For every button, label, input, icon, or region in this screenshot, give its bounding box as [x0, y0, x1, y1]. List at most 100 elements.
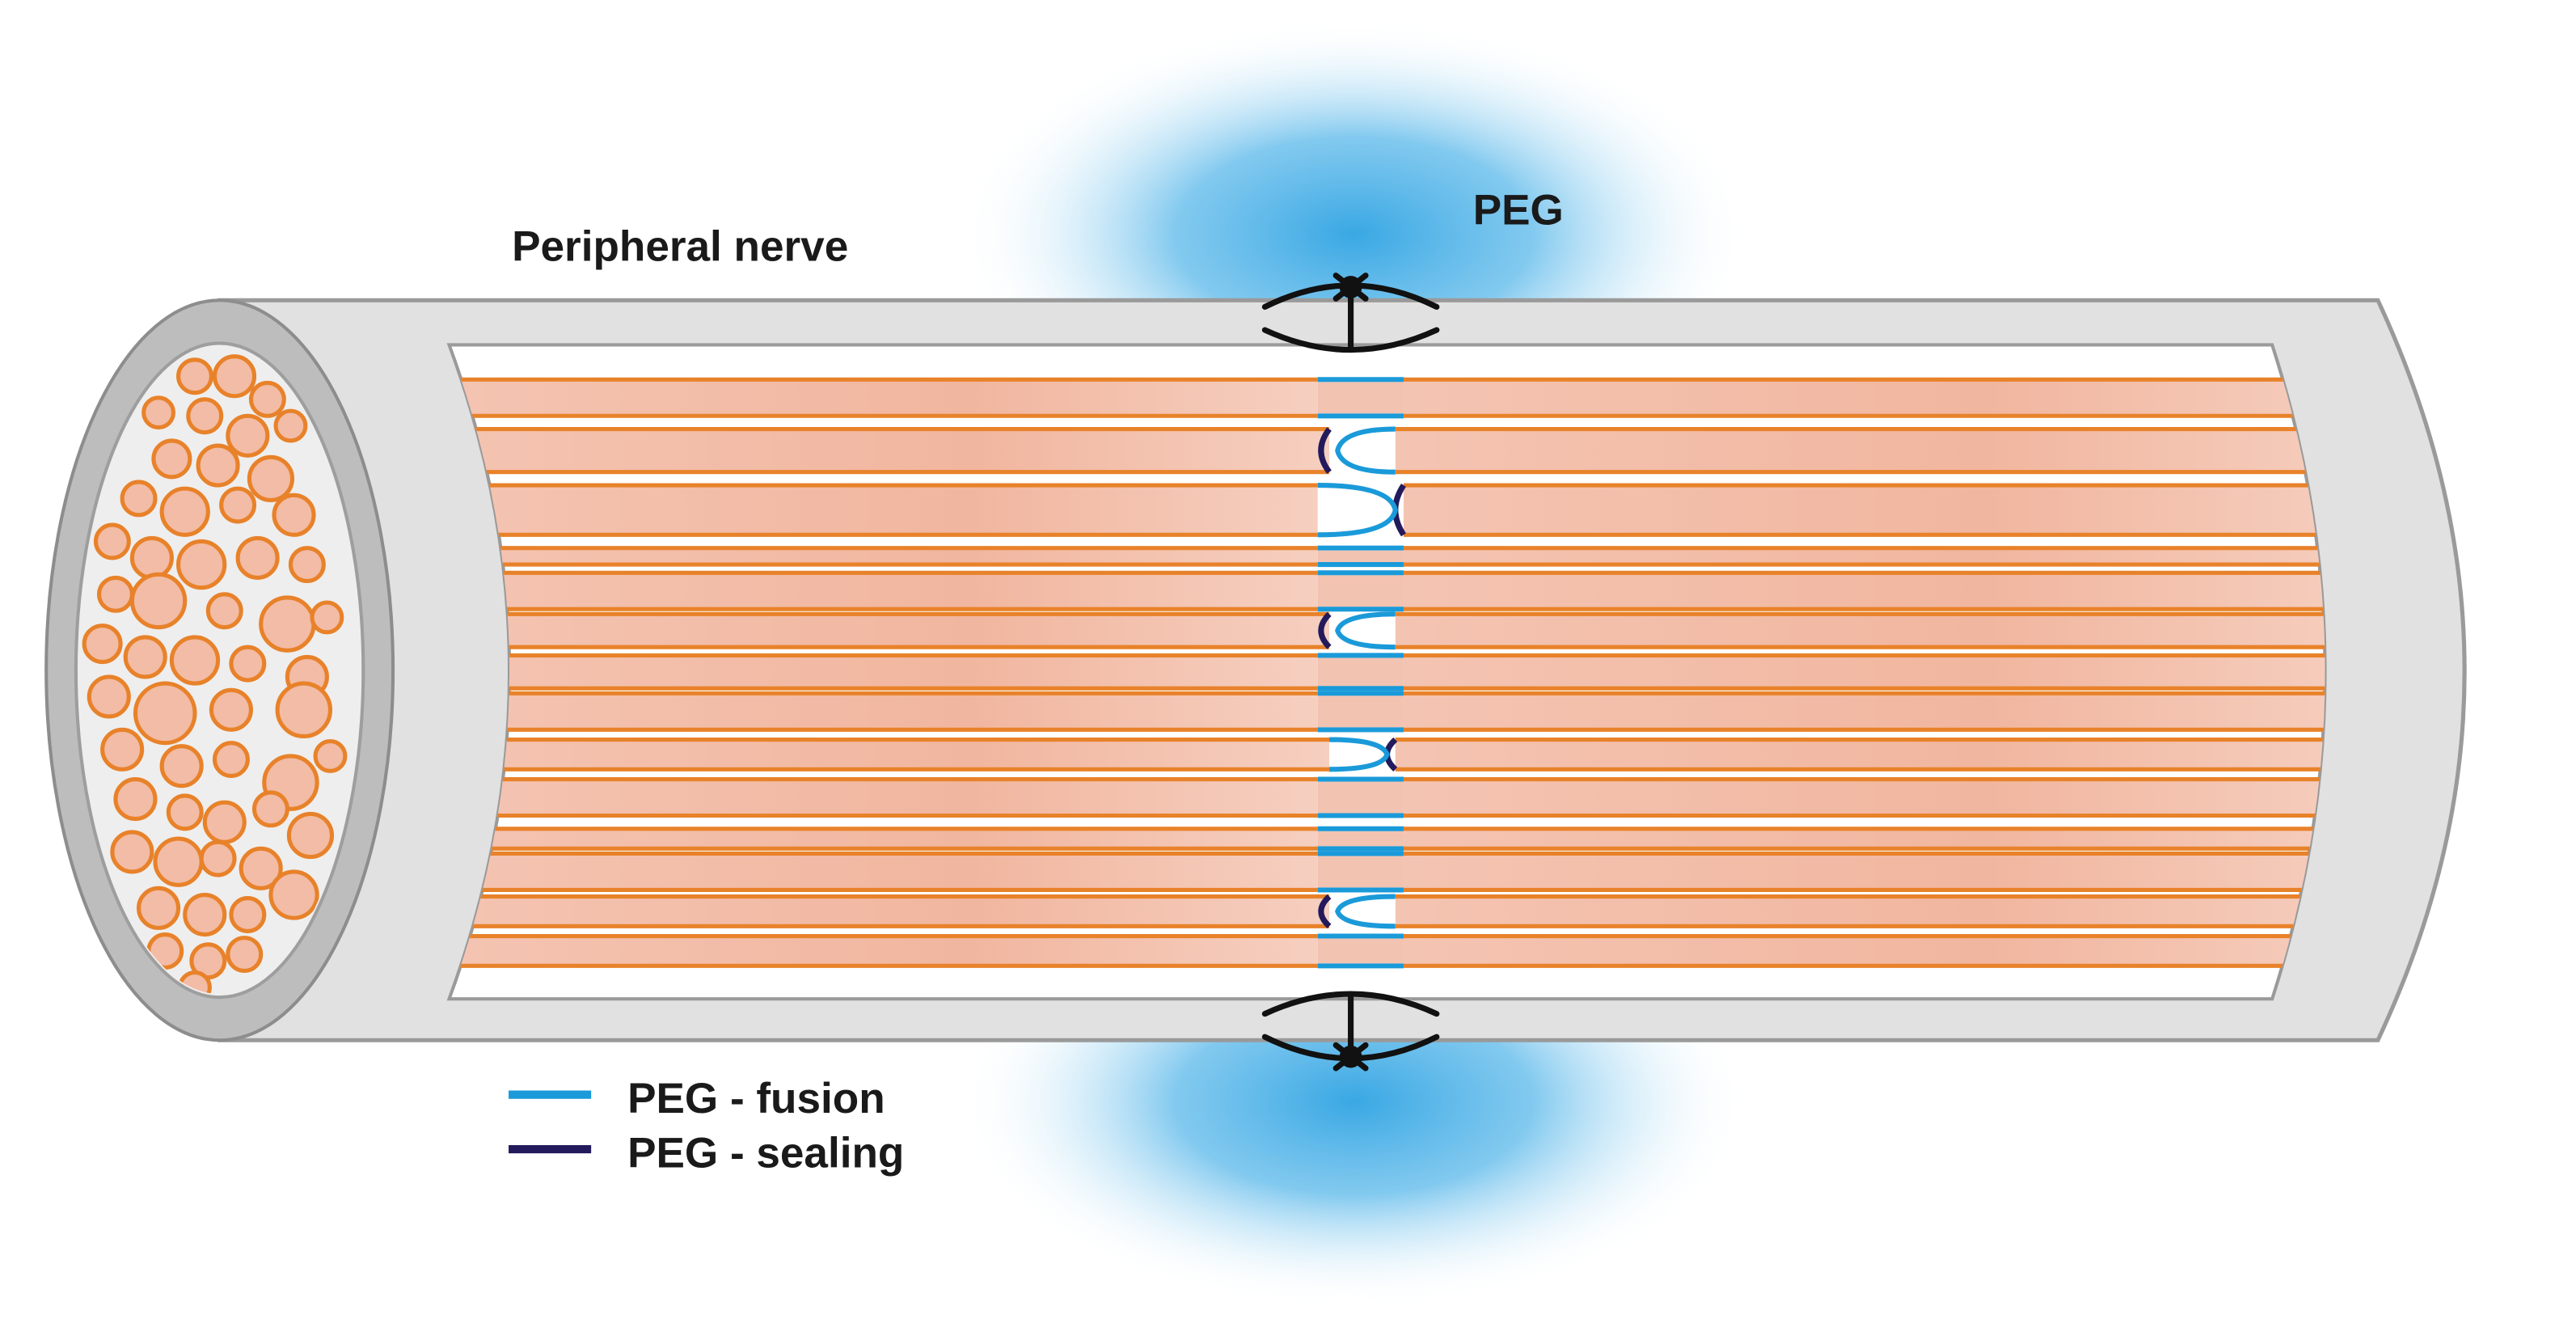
axon-segment	[449, 779, 1318, 816]
axon-segment	[1403, 379, 2325, 416]
suture-icon	[1261, 991, 1440, 1072]
fascicle	[219, 486, 257, 524]
fascicle	[93, 522, 131, 560]
peg-fusion-mark	[1335, 894, 1396, 929]
axon-segment	[1395, 896, 2325, 927]
fascicle	[248, 380, 286, 418]
axon-segment	[449, 739, 1330, 770]
axon	[449, 934, 2325, 968]
axon	[449, 777, 2325, 818]
legend-label-fusion: PEG - fusion	[627, 1075, 885, 1122]
peg-fused-gap	[1317, 781, 1404, 814]
axon	[449, 427, 2325, 475]
axon-segment	[1403, 936, 2325, 966]
peg-fused-gap	[1317, 856, 1404, 888]
fascicle	[153, 836, 204, 887]
axon	[449, 826, 2325, 851]
axon	[449, 737, 2325, 772]
axon-segment	[449, 614, 1330, 648]
peg-sealing-mark	[1318, 427, 1332, 474]
fascicle	[123, 635, 167, 679]
fascicle	[176, 539, 227, 590]
fascicle	[310, 600, 344, 635]
axon-segment	[1395, 739, 2325, 770]
fascicle	[137, 886, 181, 930]
peg-fusion-mark	[1317, 482, 1398, 538]
peg-fused-gap	[1317, 831, 1404, 847]
fascicle	[100, 727, 145, 772]
peg-junction	[1317, 377, 1406, 969]
axon-segment	[1403, 485, 2325, 535]
fascicle	[176, 357, 213, 395]
axon-segment	[1403, 853, 2325, 890]
axon	[449, 611, 2325, 649]
axon-segment	[449, 828, 1318, 849]
axon-segment	[1403, 693, 2325, 730]
peg-fused-gap	[1317, 575, 1404, 607]
nerve-cross-section	[44, 298, 395, 1042]
peg-fused-gap	[1317, 938, 1404, 964]
axon-segment	[449, 573, 1318, 610]
fascicle	[141, 395, 175, 430]
axon-segment	[1395, 614, 2325, 648]
fascicle	[183, 892, 227, 937]
fascicle	[272, 493, 316, 537]
axon-segment	[449, 853, 1318, 890]
peg-fused-gap	[1317, 382, 1404, 414]
fascicle	[268, 869, 319, 920]
fascicle	[133, 681, 197, 746]
axon	[449, 653, 2325, 691]
fascicle	[151, 438, 192, 480]
axon-segment	[449, 485, 1318, 535]
axon	[449, 546, 2325, 567]
axon-segment	[1403, 828, 2325, 849]
axon	[449, 851, 2325, 892]
peg-fused-gap	[1317, 695, 1404, 728]
fascicle	[166, 793, 204, 831]
fascicle	[212, 741, 250, 779]
fascicle	[226, 413, 270, 458]
fascicle	[129, 572, 188, 630]
fascicle	[87, 674, 131, 719]
axon	[449, 570, 2325, 611]
fascicle	[209, 687, 253, 732]
axon	[449, 377, 2325, 418]
axon-segment	[449, 896, 1330, 927]
axon	[449, 691, 2325, 732]
fascicle	[229, 896, 267, 934]
fascicle	[235, 535, 280, 580]
fascicle	[205, 592, 243, 630]
axon-segment	[449, 547, 1318, 565]
fascicle	[159, 744, 204, 788]
fascicle	[288, 546, 326, 584]
axon-segment	[449, 693, 1318, 730]
axon	[449, 483, 2325, 537]
fascicle	[196, 443, 240, 488]
peg-sealing-mark	[1318, 894, 1332, 928]
axon-segment	[449, 655, 1318, 689]
axon-bundle	[449, 377, 2325, 968]
fascicle	[286, 811, 335, 860]
fascicle	[202, 800, 247, 844]
fascicle	[82, 624, 123, 665]
peg-sealing-mark	[1318, 611, 1332, 649]
legend: PEG - fusion PEG - sealing	[509, 1075, 904, 1177]
fascicle	[110, 830, 154, 874]
fascicle	[129, 535, 174, 580]
axon	[449, 894, 2325, 928]
nerve-label: Peripheral nerve	[512, 222, 848, 270]
fascicle	[247, 454, 295, 502]
fascicle	[251, 790, 289, 828]
fascicle	[313, 739, 348, 773]
peg-label: PEG	[1473, 186, 1564, 234]
axon-segment	[1403, 779, 2325, 816]
fascicle	[113, 777, 158, 822]
fascicle	[275, 681, 333, 739]
fascicle	[120, 480, 158, 518]
axon-segment	[449, 429, 1330, 472]
fascicle	[239, 846, 283, 890]
axon-segment	[449, 379, 1318, 416]
peg-fusion-mark	[1329, 737, 1390, 772]
fascicle	[226, 936, 264, 974]
